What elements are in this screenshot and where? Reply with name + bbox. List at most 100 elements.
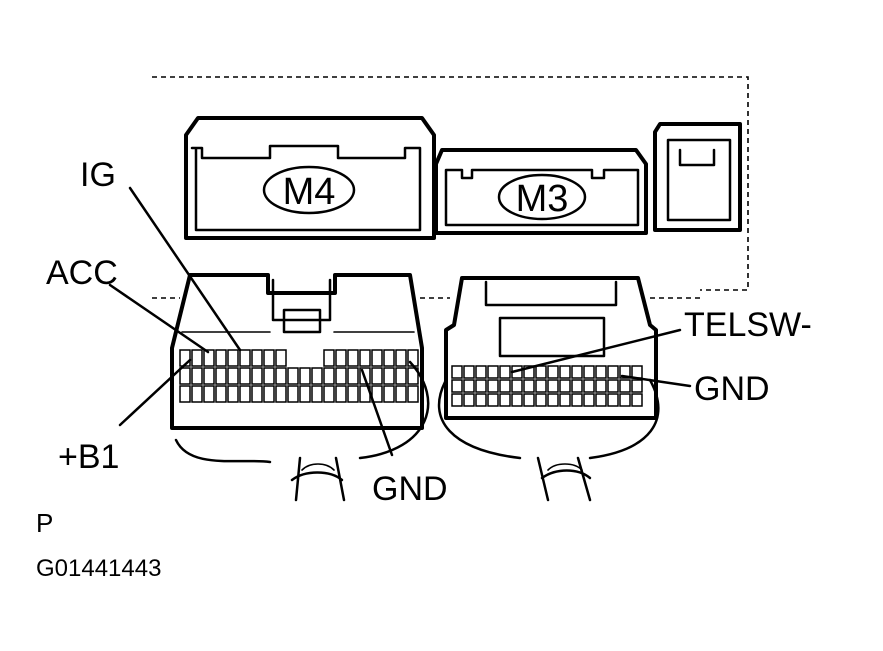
pin-cavity bbox=[347, 385, 359, 403]
pin-cavity bbox=[523, 379, 535, 393]
label-acc: ACC bbox=[46, 254, 118, 292]
pin-cavity bbox=[463, 379, 475, 393]
pin-cavity bbox=[547, 365, 559, 379]
pin-cavity bbox=[511, 393, 523, 407]
leader-ig bbox=[128, 186, 242, 352]
pin-cavity bbox=[203, 385, 215, 403]
connector-left-plug bbox=[170, 273, 430, 502]
leader-b1 bbox=[118, 358, 192, 427]
pin-cavity bbox=[215, 385, 227, 403]
pin-cavity bbox=[475, 379, 487, 393]
pin-cavity bbox=[383, 385, 395, 403]
pin-cavity bbox=[323, 367, 335, 385]
pin-cavity bbox=[395, 367, 407, 385]
right-pin-grid bbox=[451, 365, 643, 407]
pin-cavity bbox=[383, 349, 395, 367]
pin-cavity bbox=[275, 367, 287, 385]
pin-cavity bbox=[299, 385, 311, 403]
pin-cavity bbox=[607, 365, 619, 379]
pin-cavity bbox=[499, 365, 511, 379]
pin-cavity bbox=[607, 379, 619, 393]
pin-cavity bbox=[559, 393, 571, 407]
pin-cavity bbox=[179, 385, 191, 403]
pin-cavity bbox=[487, 365, 499, 379]
pin-cavity bbox=[311, 367, 323, 385]
pin-cavity bbox=[631, 365, 643, 379]
pin-cavity bbox=[571, 393, 583, 407]
pin-cavity bbox=[523, 365, 535, 379]
pin-cavity bbox=[347, 349, 359, 367]
pin-cavity bbox=[287, 385, 299, 403]
pin-cavity bbox=[619, 393, 631, 407]
pin-cavity bbox=[395, 385, 407, 403]
pin-cavity bbox=[239, 385, 251, 403]
pin-cavity bbox=[239, 349, 251, 367]
pin-cavity bbox=[251, 367, 263, 385]
pin-cavity bbox=[227, 367, 239, 385]
pin-cavity bbox=[263, 367, 275, 385]
pin-cavity bbox=[583, 393, 595, 407]
figure-code: G01441443 bbox=[36, 555, 161, 582]
pin-cavity bbox=[451, 393, 463, 407]
pin-cavity bbox=[451, 379, 463, 393]
pin-cavity bbox=[595, 365, 607, 379]
pin-cavity bbox=[215, 367, 227, 385]
m4-label: M4 bbox=[283, 171, 336, 213]
m3-label: M3 bbox=[516, 178, 569, 220]
pin-cavity bbox=[263, 349, 275, 367]
pin-cavity bbox=[619, 379, 631, 393]
pin-cavity bbox=[595, 379, 607, 393]
pin-cavity bbox=[191, 367, 203, 385]
pin-cavity bbox=[299, 367, 311, 385]
pin-cavity bbox=[571, 379, 583, 393]
pin-cavity bbox=[607, 393, 619, 407]
label-ig: IG bbox=[80, 156, 116, 194]
pin-cavity bbox=[583, 365, 595, 379]
pin-cavity bbox=[371, 385, 383, 403]
pin-cavity bbox=[275, 385, 287, 403]
pin-cavity bbox=[631, 393, 643, 407]
pin-cavity bbox=[547, 393, 559, 407]
pin-cavity bbox=[499, 379, 511, 393]
pin-cavity bbox=[559, 379, 571, 393]
m3-label-oval bbox=[497, 173, 587, 221]
pin-cavity bbox=[203, 367, 215, 385]
pin-cavity bbox=[383, 367, 395, 385]
pin-cavity bbox=[179, 367, 191, 385]
connector-small bbox=[653, 122, 742, 232]
pin-cavity bbox=[535, 379, 547, 393]
pin-cavity bbox=[323, 385, 335, 403]
pin-cavity bbox=[583, 379, 595, 393]
pin-cavity bbox=[275, 349, 287, 367]
pin-cavity bbox=[311, 385, 323, 403]
pin-cavity bbox=[251, 385, 263, 403]
pin-cavity bbox=[535, 365, 547, 379]
connector-right-plug bbox=[437, 276, 660, 502]
pin-cavity bbox=[631, 379, 643, 393]
pin-cavity bbox=[239, 367, 251, 385]
m4-label-oval bbox=[262, 165, 356, 215]
pin-cavity bbox=[571, 365, 583, 379]
pin-cavity bbox=[407, 367, 419, 385]
label-telsw: TELSW- bbox=[684, 306, 812, 344]
pin-cavity bbox=[227, 385, 239, 403]
pin-cavity bbox=[215, 349, 227, 367]
pin-cavity bbox=[511, 379, 523, 393]
connector-m4: M4 bbox=[184, 116, 436, 240]
pin-cavity bbox=[191, 349, 203, 367]
pin-cavity bbox=[547, 379, 559, 393]
pin-cavity bbox=[371, 367, 383, 385]
pin-cavity bbox=[347, 367, 359, 385]
connector-m3: M3 bbox=[434, 148, 648, 235]
pin-cavity bbox=[227, 349, 239, 367]
pin-cavity bbox=[487, 379, 499, 393]
view-marker: P bbox=[36, 508, 53, 538]
pin-cavity bbox=[463, 365, 475, 379]
pin-cavity bbox=[263, 385, 275, 403]
label-b1: +B1 bbox=[58, 438, 119, 476]
leader-acc bbox=[108, 283, 210, 354]
leader-telsw bbox=[510, 328, 682, 374]
label-gnd-right: GND bbox=[694, 370, 770, 408]
